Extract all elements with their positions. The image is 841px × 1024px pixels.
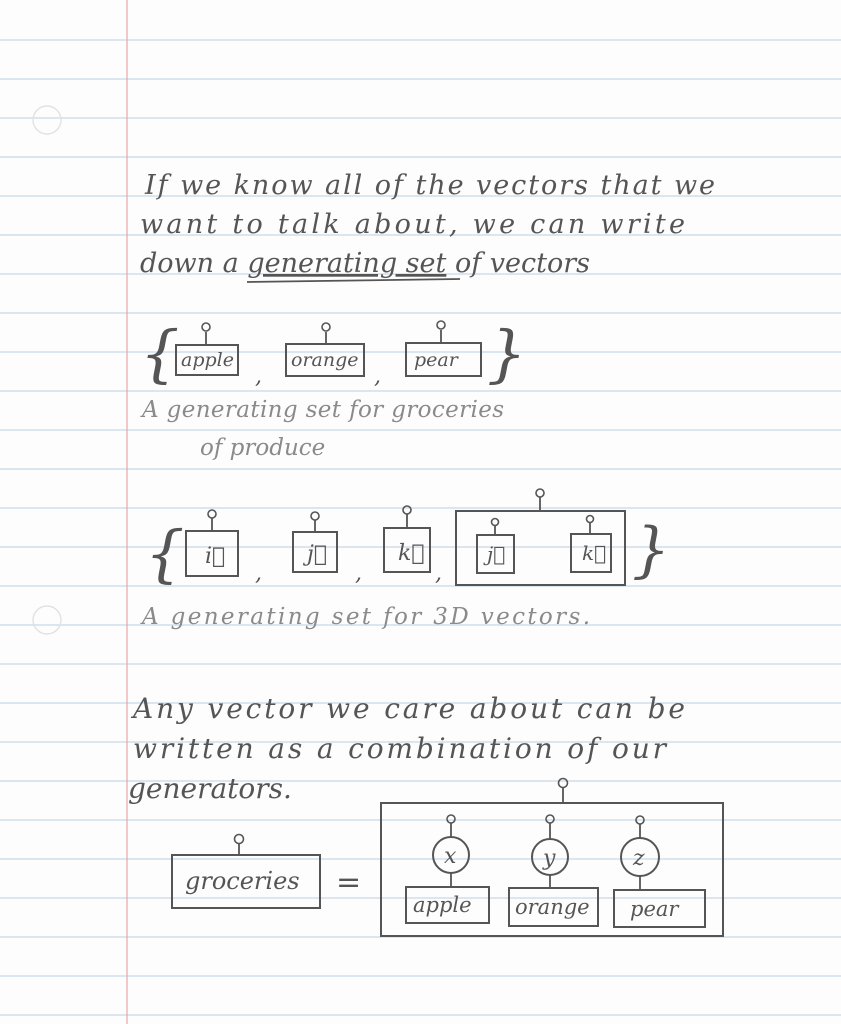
- vector-caption: A generating set for 3D vectors.: [140, 604, 590, 630]
- combination-box: x apple y orange z: [380, 777, 724, 937]
- term-pear: pear: [613, 889, 706, 928]
- vector-box-groceries: groceries: [171, 833, 321, 909]
- x-label: x: [444, 844, 457, 869]
- y-label: y: [542, 846, 556, 871]
- emphasis-underline: [246, 278, 461, 283]
- orange-label: orange: [291, 349, 359, 371]
- comma: ,: [374, 364, 381, 389]
- vector-generating-set: { i⃗ , j⃗ , k⃗ , j⃗ k⃗ }: [145, 488, 670, 590]
- punch-hole: [32, 605, 62, 635]
- produce-caption-line-2: of produce: [200, 435, 325, 461]
- produce-generating-set: { apple , orange , pear }: [140, 317, 526, 390]
- right-brace: }: [632, 515, 670, 585]
- apple-label: apple: [181, 349, 234, 371]
- left-brace: {: [140, 317, 179, 390]
- line-3-after: of vectors: [446, 248, 590, 279]
- term-apple: apple: [405, 886, 490, 924]
- paragraph-2-line-3: generators.: [128, 772, 292, 805]
- vector-box-combination: j⃗ k⃗: [455, 488, 626, 586]
- produce-caption-line-1: A generating set for groceries: [140, 397, 504, 423]
- vector-box-k: k⃗: [383, 505, 431, 573]
- right-brace: }: [487, 317, 526, 390]
- coefficient-z: z: [620, 815, 660, 890]
- comma: ,: [255, 364, 262, 389]
- generating-set-term: generating set: [247, 248, 446, 279]
- i-hat-label: i⃗: [205, 544, 225, 569]
- vector-box-pear: pear: [405, 320, 482, 377]
- comma: ,: [435, 561, 442, 586]
- combo-j-hat-label: j⃗: [483, 542, 505, 566]
- equals-sign: =: [336, 865, 361, 900]
- paragraph-2-line-1: Any vector we care about can be: [130, 692, 685, 725]
- vector-box-j: j⃗: [292, 511, 338, 573]
- orange-term-label: orange: [515, 895, 590, 919]
- pear-label: pear: [414, 349, 460, 371]
- vector-box-i: i⃗: [185, 509, 239, 577]
- line-3-before: down a: [140, 248, 247, 279]
- punch-hole: [32, 105, 62, 135]
- coefficient-y: y: [531, 814, 569, 888]
- pear-term-label: pear: [630, 897, 680, 921]
- paragraph-2-line-2: written as a combination of our: [133, 732, 668, 765]
- vector-box-orange: orange: [285, 322, 365, 377]
- term-orange: orange: [508, 887, 599, 927]
- apple-term-label: apple: [413, 893, 472, 917]
- vector-box-apple: apple: [175, 322, 239, 376]
- groceries-label: groceries: [185, 867, 300, 895]
- left-brace: {: [145, 517, 184, 590]
- ruled-lines: [0, 39, 841, 1016]
- paragraph-1-line-3: down a generating set of vectors: [140, 248, 590, 279]
- comma: ,: [255, 561, 262, 586]
- j-hat-label: j⃗: [302, 542, 327, 567]
- paragraph-1-line-1: If we know all of the vectors that we: [144, 170, 715, 201]
- coefficient-x: x: [432, 814, 470, 887]
- z-label: z: [632, 846, 645, 871]
- comma: ,: [355, 561, 362, 586]
- k-hat-label: k⃗: [398, 541, 425, 566]
- combo-k-hat-label: k⃗: [582, 541, 606, 565]
- groceries-equation: groceries = x apple y: [171, 777, 724, 937]
